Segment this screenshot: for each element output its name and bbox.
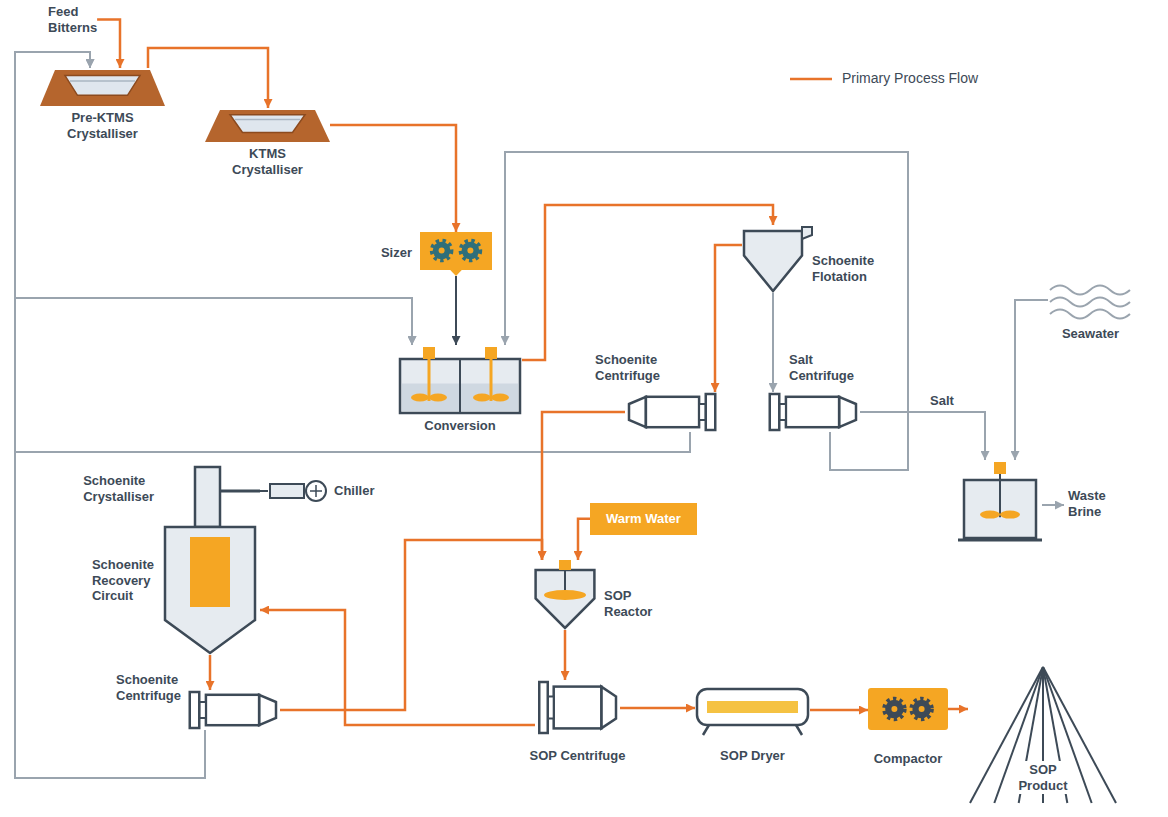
centrifuge: Schoenite Centrifuge — [625, 392, 720, 432]
flow-line — [948, 708, 968, 711]
equipment-label: KTMS Crystalliser — [232, 146, 303, 177]
equipment-label: Schoenite Flotation — [812, 253, 874, 284]
conversion-tank: Conversion — [398, 345, 522, 415]
waves-symbol — [1048, 282, 1133, 322]
equipment-label: Feed Bitterns — [48, 4, 97, 35]
flow-line — [15, 298, 690, 452]
crystalliser-pond: KTMS Crystalliser — [205, 108, 330, 142]
equipment-label: Chiller — [334, 483, 374, 499]
cenL-symbol — [765, 392, 860, 432]
seawater-source: Seawater — [1048, 282, 1133, 322]
flow-line — [542, 412, 625, 560]
cenL-symbol — [535, 680, 620, 735]
flow-label: Salt — [928, 393, 956, 409]
flow-line — [330, 125, 456, 232]
centrifuge: Schoenite Centrifuge — [185, 690, 280, 730]
legend-line-sample — [790, 78, 832, 81]
equipment-label: SOP Reactor — [604, 588, 652, 619]
cenR-symbol — [625, 392, 720, 432]
flow-line — [148, 48, 268, 108]
flow-line — [620, 707, 695, 710]
compactor-symbol — [868, 688, 948, 730]
equipment-label: Pre-KTMS Crystalliser — [67, 110, 138, 141]
equipment-label: Schoenite Centrifuge — [595, 352, 660, 383]
equipment-label: SOP Dryer — [720, 748, 785, 764]
chiller-symbol — [268, 478, 328, 504]
equipment-label: Schoenite Recovery Circuit — [92, 557, 154, 604]
flow-line — [715, 245, 742, 392]
schoenite-crystalliser: Schoenite CrystalliserSchoenite Recovery… — [160, 465, 260, 655]
equipment-label: Conversion — [424, 418, 496, 434]
cenL-symbol — [185, 690, 280, 730]
flow-line — [860, 412, 985, 460]
flow-line — [810, 709, 868, 712]
pond-symbol — [40, 68, 165, 106]
flow-line — [505, 152, 908, 470]
flow-line — [455, 276, 457, 345]
flow-line — [522, 205, 773, 360]
sizer-symbol — [420, 232, 492, 276]
brine-tank: Waste Brine — [958, 460, 1042, 548]
flow-line — [260, 610, 535, 725]
tank-symbol — [398, 345, 522, 415]
flot-symbol — [742, 225, 804, 293]
flow-line — [578, 519, 590, 560]
flow-line — [1015, 300, 1048, 460]
dryer-symbol — [695, 685, 810, 735]
waste-brine-outlet — [1042, 504, 1064, 506]
flow-line — [97, 20, 120, 68]
cryst-symbol — [160, 465, 260, 655]
compactor-unit: Compactor — [868, 688, 948, 730]
pond-symbol — [205, 108, 330, 142]
water-input: Warm Water — [590, 503, 697, 535]
equipment-label: Compactor — [874, 751, 943, 767]
flow-line — [564, 630, 567, 680]
sop-reactor: SOP Reactor — [530, 560, 600, 630]
flow-line — [15, 52, 205, 778]
equipment-label: Waste Brine — [1068, 488, 1106, 519]
sizer-unit: Sizer — [420, 232, 492, 276]
centrifuge: SOP Centrifuge — [535, 680, 620, 735]
flow-line — [280, 540, 542, 710]
sop-dryer: SOP Dryer — [695, 685, 810, 735]
flotation-cell: Schoenite Flotation — [742, 225, 804, 293]
legend-text: Primary Process Flow — [842, 70, 978, 87]
product-stockpile: SOP Product — [968, 665, 1118, 805]
flow-line — [772, 293, 774, 392]
feed-input: Feed Bitterns — [48, 4, 97, 35]
equipment-label: Warm Water — [606, 511, 681, 527]
flow-line — [15, 52, 690, 452]
equipment-label: Schoenite Centrifuge — [116, 672, 181, 703]
mix-symbol — [958, 460, 1042, 548]
crystalliser-pond: Pre-KTMS Crystalliser — [40, 68, 165, 106]
equipment-label: SOP Product — [1015, 761, 1070, 794]
flow-line — [209, 655, 212, 690]
equipment-label: Seawater — [1062, 326, 1119, 342]
chiller-unit: Chiller — [268, 478, 328, 504]
equipment-label: Schoenite Crystalliser — [83, 473, 154, 504]
equipment-label: SOP Centrifuge — [530, 748, 626, 764]
equipment-label: Sizer — [381, 245, 412, 261]
flow-line — [15, 298, 412, 778]
equipment-label: Salt Centrifuge — [789, 352, 854, 383]
reactor-symbol — [530, 560, 600, 630]
flow-line — [260, 490, 268, 492]
centrifuge: Salt Centrifuge — [765, 392, 860, 432]
